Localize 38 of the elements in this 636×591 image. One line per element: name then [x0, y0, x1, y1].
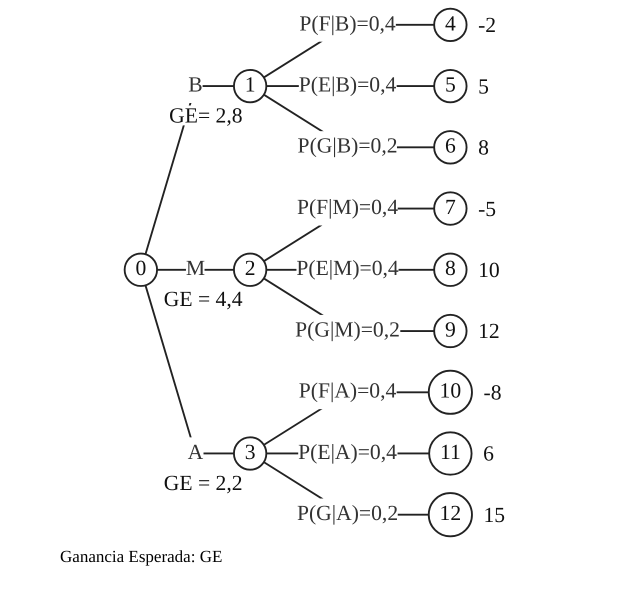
node-circle: 2: [233, 252, 268, 287]
node-circle: 5: [433, 68, 468, 104]
payoff-value: 5: [478, 74, 490, 98]
edge-label: P(E|B)=0,4: [298, 74, 396, 98]
expected-value-text: GE = 2,2: [164, 470, 243, 495]
payoff-value: -2: [478, 13, 496, 38]
edge-label: A: [188, 442, 204, 465]
edge-label: P(F|A)=0,4: [298, 380, 396, 404]
payoff-value: 10: [478, 258, 500, 282]
edge-label: P(G|A)=0,2: [297, 502, 398, 526]
node-circle: 7: [433, 191, 468, 226]
node-circle: 12: [428, 492, 474, 538]
node-circle: 10: [428, 370, 474, 415]
edge-label: B: [188, 74, 203, 98]
expected-value-text: GE = 4,4: [164, 287, 243, 312]
node-circle: 0: [124, 252, 158, 287]
payoff-value: -5: [478, 196, 496, 221]
node-circle: 9: [433, 314, 468, 348]
edge-label: P(F|B)=0,4: [299, 12, 396, 36]
edge-label: P(G|M)=0,2: [295, 319, 400, 342]
edge-label: M: [186, 258, 206, 281]
node-circle: 1: [233, 68, 268, 104]
payoff-value: 8: [478, 136, 490, 160]
node-circle: 3: [233, 436, 268, 471]
node-circle: 4: [433, 8, 468, 42]
payoff-value: -8: [484, 380, 502, 404]
payoff-value: 15: [484, 502, 506, 527]
payoff-value: 12: [478, 319, 500, 344]
edge-label: P(E|M)=0,4: [296, 258, 399, 281]
node-circle: 8: [433, 252, 468, 287]
node-circle: 11: [428, 431, 473, 476]
node-circle: 6: [433, 130, 468, 164]
edge-label: P(F|M)=0,4: [297, 196, 398, 220]
connector: [144, 285, 234, 454]
edge-label: P(G|B)=0,2: [298, 135, 398, 158]
note-text: Ganancia Esperada: GE: [60, 547, 222, 567]
payoff-value: 6: [483, 442, 494, 466]
edge-label: P(E|A)=0,4: [298, 442, 398, 465]
